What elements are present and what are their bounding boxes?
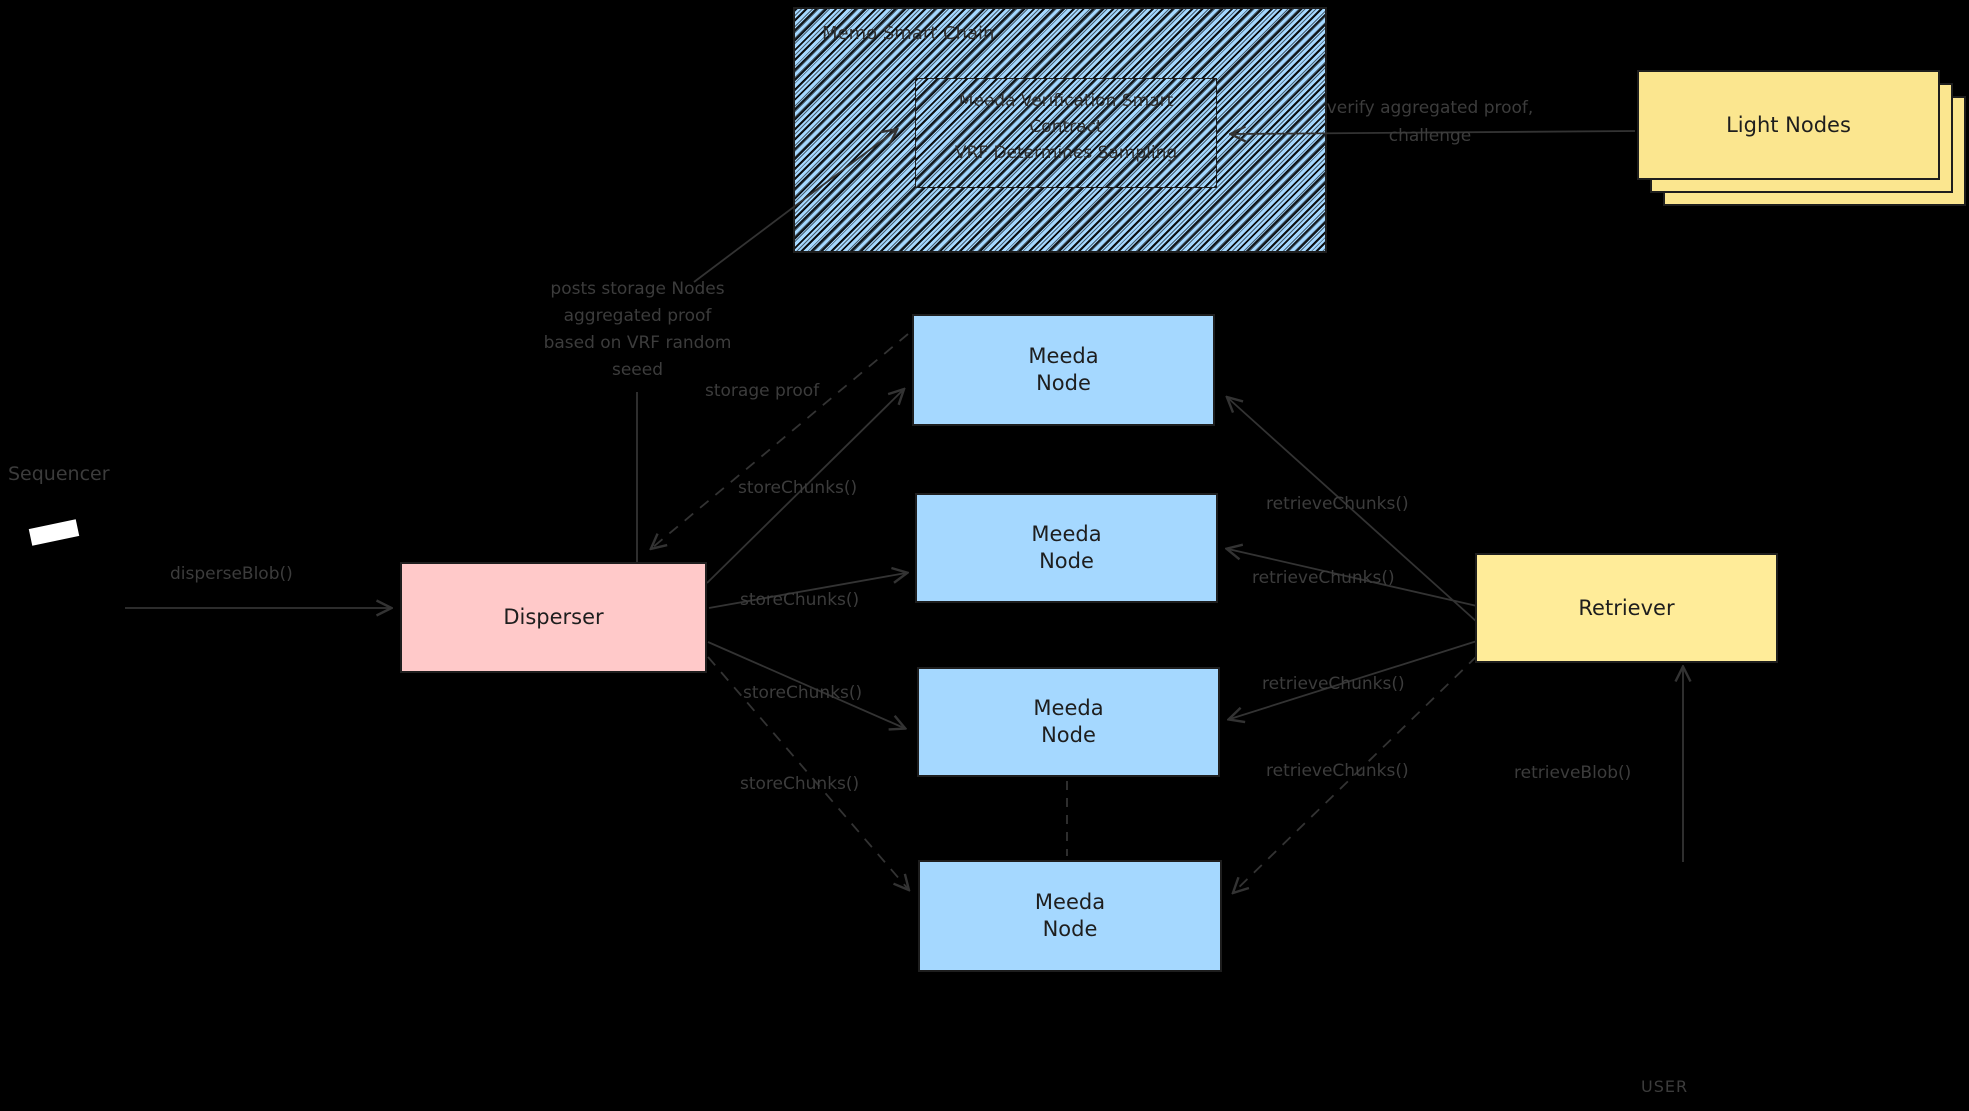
meeda-node-2: Meeda Node — [915, 493, 1218, 603]
disperser-label: Disperser — [503, 605, 604, 629]
meeda-node-1: Meeda Node — [912, 314, 1215, 426]
disperser-box: Disperser — [400, 562, 707, 673]
retrieve-chunks-label-1: retrieveChunks() — [1266, 494, 1409, 514]
meeda-node-4: Meeda Node — [918, 860, 1222, 972]
meeda-node-3-line1: Meeda — [1033, 696, 1104, 720]
verify-proof-line1: verify aggregated proof, — [1326, 98, 1534, 118]
storage-proof-label: storage proof — [705, 381, 820, 401]
meeda-node-4-line1: Meeda — [1034, 890, 1106, 914]
store-chunks-label-4: storeChunks() — [740, 774, 860, 794]
store-chunks-label-2: storeChunks() — [740, 590, 860, 610]
posts-proof-line2: aggregated proof — [563, 306, 712, 326]
edge-posts-proof-upper — [693, 130, 896, 283]
memo-smart-chain-title: Memo Smart Chain — [822, 23, 995, 44]
retriever-label: Retriever — [1578, 595, 1675, 620]
verify-proof-line2: challenge — [1388, 126, 1472, 146]
meeda-node-1-line1: Meeda — [1028, 344, 1099, 368]
edge-verify-proof — [1232, 131, 1636, 134]
posts-proof-line3: based on VRF random — [543, 333, 732, 353]
meeda-node-3-line2: Node — [1041, 723, 1096, 747]
light-nodes-box: Light Nodes — [1637, 70, 1940, 180]
retrieve-chunks-label-4: retrieveChunks() — [1266, 761, 1409, 781]
retrieve-chunks-label-2: retrieveChunks() — [1252, 568, 1395, 588]
retriever-box: Retriever — [1475, 553, 1778, 663]
user-label: USER — [1641, 1077, 1689, 1096]
disperse-blob-label: disperseBlob() — [170, 564, 293, 584]
posts-proof-line1: posts storage Nodes — [550, 279, 725, 299]
edge-store-chunks-1 — [706, 390, 903, 584]
verify-proof-label: verify aggregated proof, challenge — [1295, 94, 1565, 150]
light-nodes-label: Light Nodes — [1726, 112, 1851, 137]
posts-proof-line4: seeed — [611, 360, 664, 380]
verification-contract-box — [915, 78, 1217, 188]
meeda-node-4-line2: Node — [1042, 917, 1098, 941]
posts-proof-label: posts storage Nodes aggregated proof bas… — [520, 276, 755, 384]
store-chunks-label-3: storeChunks() — [743, 683, 863, 703]
edge-retrieve-chunks-1 — [1228, 398, 1478, 623]
retrieve-blob-label: retrieveBlob() — [1514, 763, 1632, 783]
edge-store-chunks-2 — [708, 573, 906, 609]
meeda-node-3: Meeda Node — [917, 667, 1220, 777]
edge-retrieve-chunks-4 — [1234, 655, 1478, 892]
verification-contract-name: Meeda Verification Smart Contract — [958, 91, 1174, 137]
sequencer-label: Sequencer — [8, 463, 110, 485]
retrieve-chunks-label-3: retrieveChunks() — [1262, 674, 1405, 694]
verification-contract-label: Meeda Verification Smart Contract VRF De… — [925, 88, 1207, 166]
edge-storage-proof — [652, 333, 909, 548]
verification-contract-subtitle: VRF Determines Sampling — [954, 143, 1178, 163]
store-chunks-label-1: storeChunks() — [738, 478, 858, 498]
edge-store-chunks-3 — [707, 641, 904, 728]
edge-retrieve-chunks-3 — [1230, 640, 1478, 719]
meeda-node-2-line2: Node — [1039, 549, 1094, 573]
meeda-node-2-line1: Meeda — [1031, 522, 1102, 546]
edge-retrieve-chunks-2 — [1228, 549, 1478, 607]
meeda-node-1-line2: Node — [1036, 371, 1091, 395]
